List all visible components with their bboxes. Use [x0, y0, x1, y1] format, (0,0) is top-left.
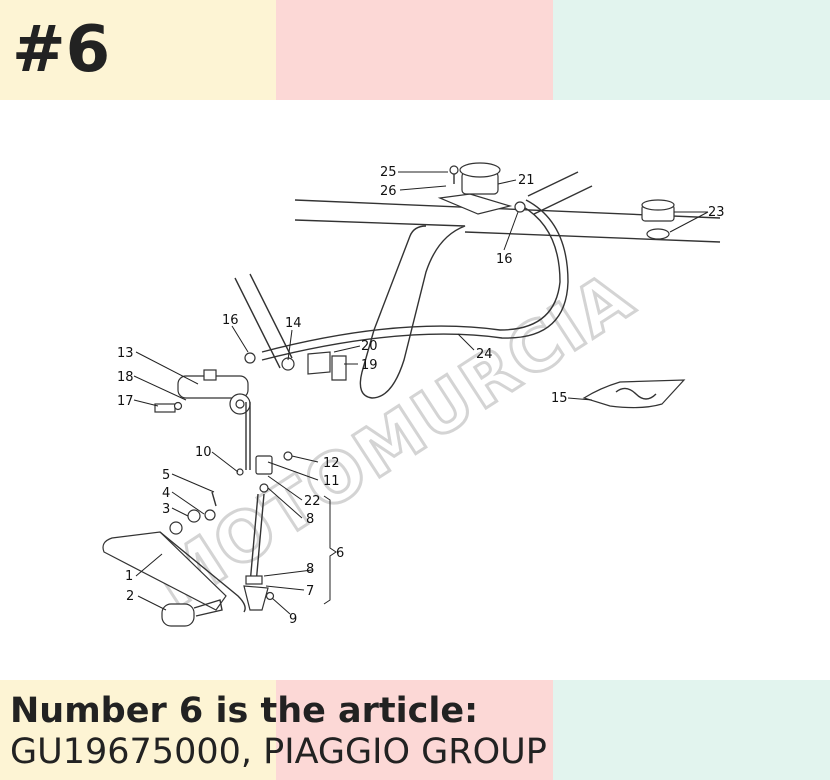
- callout-14: 14: [285, 316, 302, 331]
- callout-26: 26: [380, 184, 397, 199]
- band-yellow: [0, 0, 276, 100]
- callout-10: 10: [195, 445, 212, 460]
- callout-22: 22: [304, 494, 321, 509]
- push-rod: [236, 402, 293, 611]
- cap-part-23: [641, 199, 675, 240]
- callout-16-top: 16: [496, 252, 513, 267]
- callout-25: 25: [380, 165, 397, 180]
- callout-4: 4: [162, 486, 170, 501]
- callout-19: 19: [361, 358, 378, 373]
- caption-heading: Number 6 is the article:: [10, 691, 479, 731]
- callout-3: 3: [162, 502, 170, 517]
- callout-15: 15: [551, 391, 568, 406]
- callout-2: 2: [126, 589, 134, 604]
- callout-24: 24: [476, 347, 493, 362]
- callout-12: 12: [323, 456, 340, 471]
- callout-8-upper: 8: [306, 512, 314, 527]
- leader-lines: [133, 171, 709, 615]
- callout-numbers: 25 26 21 23 16 24 16 14 20 19 13 18 17 1…: [117, 165, 725, 627]
- brake-pedal: [102, 491, 246, 627]
- parts-diagram: MOTOMURCIA: [102, 162, 725, 627]
- callout-17: 17: [117, 394, 134, 409]
- callout-23: 23: [708, 205, 725, 220]
- callout-8-lower: 8: [306, 562, 314, 577]
- callout-9: 9: [289, 612, 297, 627]
- item-number-title: #6: [12, 13, 111, 87]
- callout-6: 6: [336, 546, 344, 561]
- caption-article-code: GU19675000, PIAGGIO GROUP: [10, 732, 547, 772]
- callout-11: 11: [323, 474, 340, 489]
- footer-color-band: [0, 680, 830, 780]
- band-mint: [553, 0, 830, 100]
- brake-pipe: [261, 199, 569, 361]
- heel-plate: [582, 379, 686, 409]
- callout-7: 7: [306, 584, 314, 599]
- band-pink: [276, 680, 553, 780]
- callout-20: 20: [361, 339, 378, 354]
- header-color-band: [0, 0, 830, 100]
- reservoir-assembly: [437, 162, 526, 215]
- callout-18: 18: [117, 370, 134, 385]
- watermark: MOTOMURCIA: [141, 257, 648, 624]
- callout-5: 5: [162, 468, 170, 483]
- callout-16-left: 16: [222, 313, 239, 328]
- band-pink: [276, 0, 553, 100]
- callout-1: 1: [125, 569, 133, 584]
- callout-13: 13: [117, 346, 134, 361]
- callout-21: 21: [518, 173, 535, 188]
- band-yellow: [0, 680, 276, 780]
- master-cylinder: [154, 351, 347, 415]
- band-mint: [553, 680, 830, 780]
